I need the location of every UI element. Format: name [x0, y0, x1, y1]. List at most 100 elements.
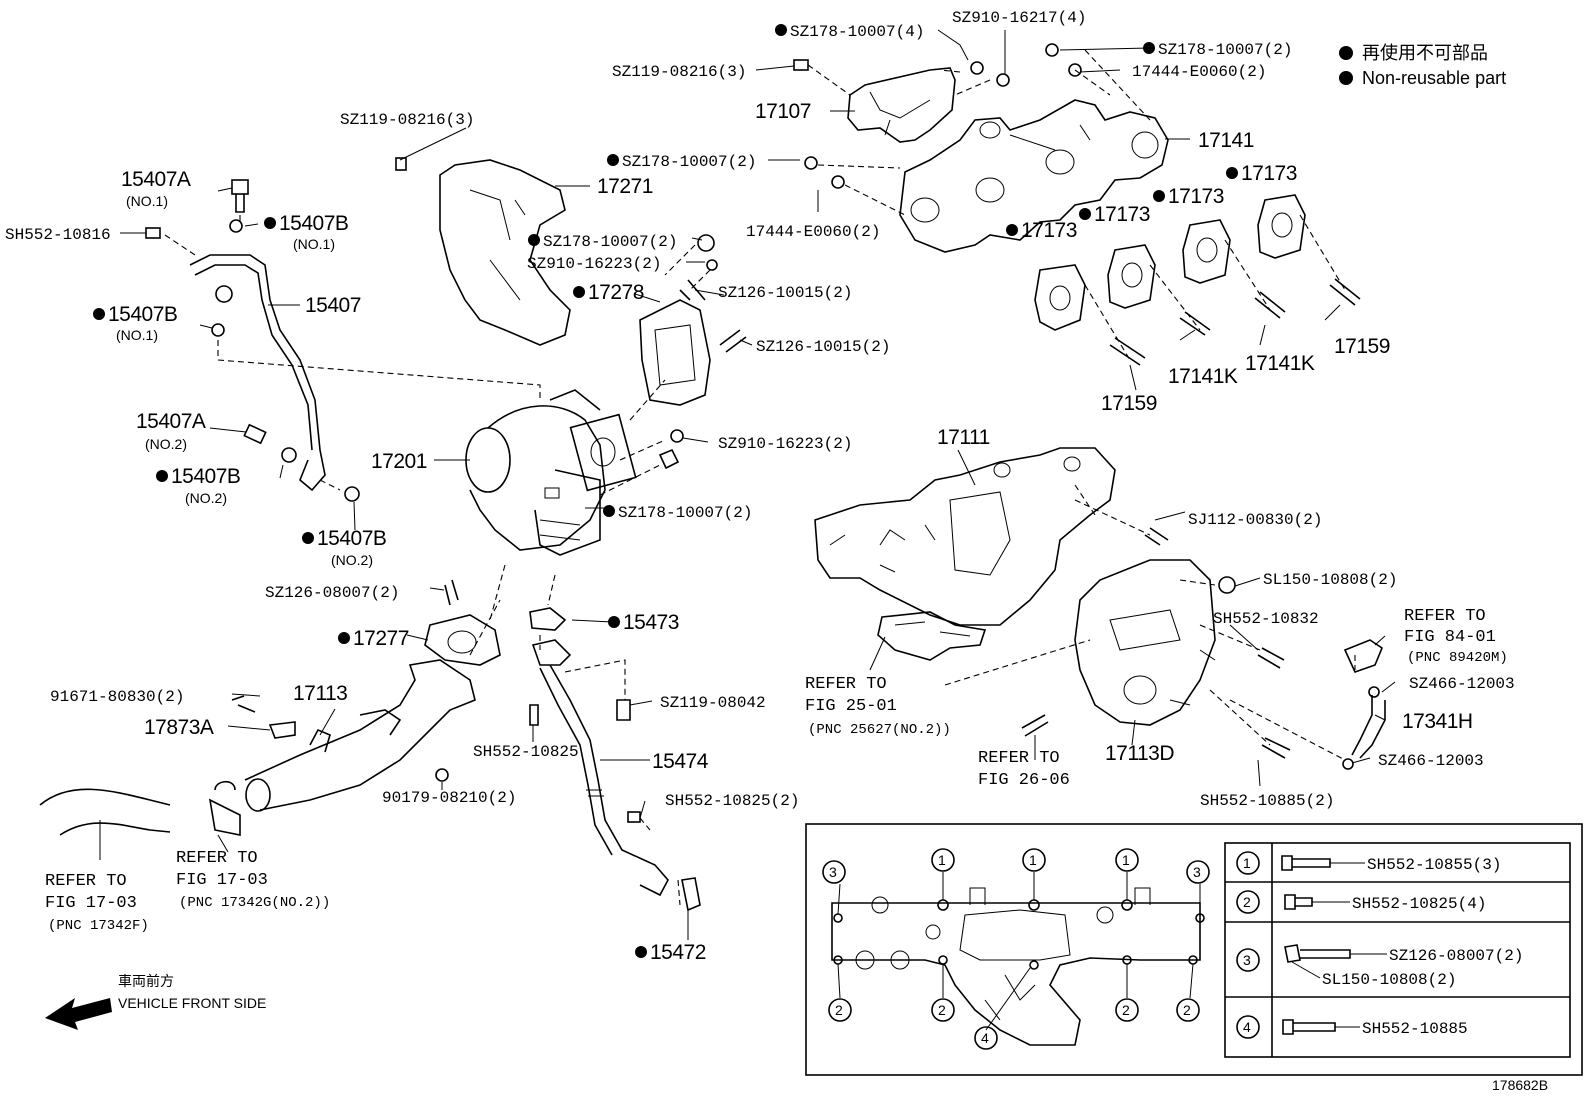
table-num-4: 4: [1243, 1019, 1251, 1035]
label-sz178-10007-top-right: SZ178-10007(2): [1158, 41, 1292, 59]
vacuum-hose-17341H: [1342, 639, 1386, 770]
label-sz910-16223-b: SZ910-16223(2): [718, 435, 852, 453]
figure-code: 178682B: [1492, 1077, 1548, 1093]
label-15407b-no1-a: 15407B: [279, 212, 348, 235]
label-15407b-no2-a: 15407B: [171, 465, 240, 488]
label-sj112-00830: SJ112-00830(2): [1188, 511, 1322, 529]
legend-ja: 再使用不可部品: [1362, 43, 1488, 63]
oil-pipe-15407: [145, 179, 360, 502]
non-reusable-dot-icon: [1339, 46, 1353, 60]
vehicle-front-en: VEHICLE FRONT SIDE: [118, 995, 266, 1011]
label-15407a-no1-sub: (NO.1): [126, 193, 168, 209]
table-part-1: SH552-10855(3): [1367, 856, 1501, 874]
bolt-medium-icon: [1282, 1019, 1360, 1035]
label-sh552-10885-2: SH552-10885(2): [1200, 792, 1334, 810]
label-refer-84-2: FIG 84-01: [1404, 628, 1496, 647]
label-17173-b: 17173: [1094, 203, 1150, 226]
label-sz466-12003-a: SZ466-12003: [1409, 675, 1515, 693]
label-refer-17-a-3: (PNC 17342F): [48, 918, 149, 934]
table-num-3: 3: [1243, 952, 1251, 968]
label-17277: 17277: [353, 627, 409, 650]
callout-3-a: 3: [829, 864, 837, 880]
callout-4: 4: [981, 1030, 989, 1046]
intake-manifold-17111: [814, 447, 1116, 626]
label-17873a: 17873A: [144, 716, 214, 739]
callout-2-c: 2: [1122, 1002, 1130, 1018]
vehicle-front-ja: 車両前方: [118, 973, 174, 989]
bolt-short-icon: [1284, 894, 1350, 910]
label-15407a-no1: 15407A: [121, 168, 191, 191]
callout-1-a: 1: [938, 852, 946, 868]
label-17173-c: 17173: [1168, 185, 1224, 208]
label-refer-26-2: FIG 26-06: [978, 771, 1070, 790]
label-17159-b: 17159: [1334, 335, 1390, 358]
vehicle-front-arrow: 車両前方 VEHICLE FRONT SIDE: [45, 973, 266, 1030]
callout-2-d: 2: [1183, 1002, 1191, 1018]
gasket-25627: [877, 611, 987, 661]
label-sz119-08216-top: SZ119-08216(3): [612, 63, 746, 81]
label-15407: 15407: [305, 294, 361, 317]
label-15407a-no2-sub: (NO.2): [145, 436, 187, 452]
callout-2-a: 2: [835, 1002, 843, 1018]
label-15472: 15472: [650, 941, 706, 964]
studs: [1109, 278, 1361, 366]
callout-1-c: 1: [1122, 852, 1130, 868]
oil-pipe-dashes: [164, 215, 541, 491]
label-sz910-16217: SZ910-16217(4): [952, 9, 1086, 27]
label-17113d: 17113D: [1105, 742, 1174, 765]
callout-2-b: 2: [938, 1002, 946, 1018]
label-refer-25-3: (PNC 25627(NO.2)): [808, 722, 951, 738]
inset-callouts: 1 1 1 3 3 2 2 2 2 4: [822, 848, 1210, 1050]
label-15407b-no2-b-sub: (NO.2): [331, 552, 373, 568]
label-15407a-no2: 15407A: [136, 410, 206, 433]
label-15407b-no1-b: 15407B: [108, 303, 177, 326]
label-15407b-no2-b: 15407B: [317, 527, 386, 550]
leader-lines: [99, 29, 1396, 940]
exhaust-pipe-17113: [208, 659, 476, 836]
gasket-17278: [639, 234, 747, 470]
label-17444-e0060-mid: 17444-E0060(2): [746, 223, 880, 241]
label-sz119-08042: SZ119-08042: [660, 694, 766, 712]
label-17278: 17278: [588, 281, 644, 304]
label-sz466-12003-b: SZ466-12003: [1378, 752, 1484, 770]
callout-1-b: 1: [1029, 852, 1037, 868]
label-17141k-a: 17141K: [1168, 365, 1238, 388]
legend: 再使用不可部品 Non-reusable part: [1339, 43, 1506, 88]
label-91671-80830: 91671-80830(2): [50, 688, 184, 706]
label-90179-08210: 90179-08210(2): [382, 789, 516, 807]
table-part-4: SH552-10885: [1362, 1020, 1468, 1038]
turbocharger-17201: [465, 389, 637, 556]
label-17141k-b: 17141K: [1245, 352, 1315, 375]
gasket-17277: [424, 579, 501, 666]
intake-dashes: [944, 484, 1356, 761]
label-sz126-10015-a: SZ126-10015(2): [718, 284, 852, 302]
table-part-3b: SL150-10808(2): [1322, 971, 1456, 989]
label-sz178-10007-mid: SZ178-10007(2): [622, 153, 756, 171]
bolt-layout-inset: 1 1 1 3 3 2 2 2 2 4 1 SH552-10855(3): [805, 823, 1583, 1076]
label-17201: 17201: [371, 450, 427, 473]
label-17173-a: 17173: [1021, 219, 1077, 242]
table-num-2: 2: [1243, 894, 1251, 910]
stud-nut-icon: [1284, 944, 1387, 979]
label-refer-26-1: REFER TO: [978, 749, 1060, 768]
table-part-3a: SZ126-08007(2): [1389, 947, 1523, 965]
label-15407b-no2-a-sub: (NO.2): [185, 490, 227, 506]
label-refer-17-a-2: FIG 17-03: [45, 894, 137, 913]
label-17111: 17111: [937, 426, 990, 449]
label-sz910-16223-a: SZ910-16223(2): [527, 255, 661, 273]
exhaust-manifold-17141: [899, 99, 1169, 253]
hose-17342F: [39, 788, 171, 836]
egr-valve-17113D: [1021, 527, 1291, 759]
label-sz178-10007-d: SZ178-10007(2): [618, 504, 752, 522]
gaskets-17173: [1034, 194, 1306, 331]
bolt-long-icon: [1281, 855, 1365, 871]
callout-3-b: 3: [1193, 864, 1201, 880]
label-refer-17-b-1: REFER TO: [176, 849, 258, 868]
heat-insulator-17107: [847, 67, 956, 143]
label-17113: 17113: [293, 682, 347, 705]
label-sz126-08007: SZ126-08007(2): [265, 584, 399, 602]
label-17341h: 17341H: [1402, 710, 1473, 733]
label-refer-17-b-2: FIG 17-03: [176, 871, 268, 890]
label-sh552-10825-a: SH552-10825: [473, 743, 579, 761]
label-17271: 17271: [597, 175, 653, 198]
